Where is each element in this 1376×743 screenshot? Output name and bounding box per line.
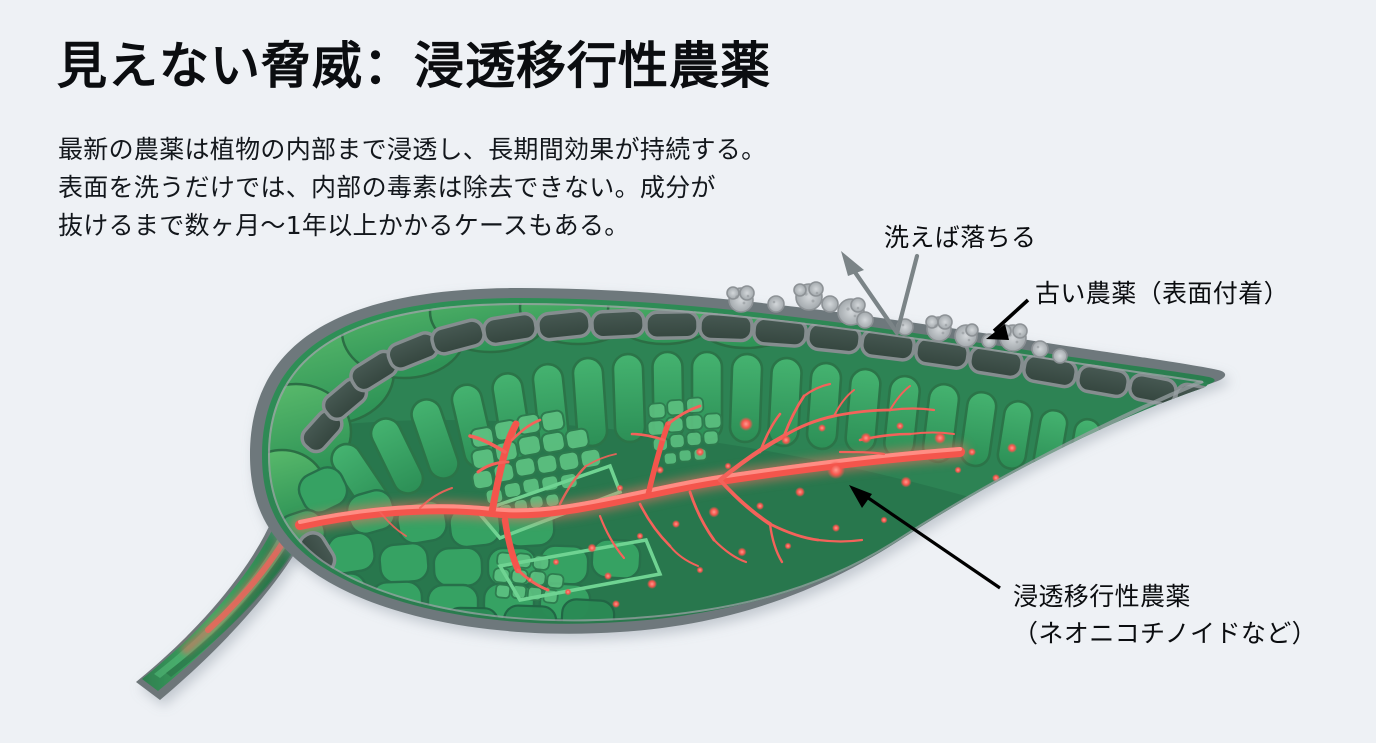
callout-old-pesticide: 古い農薬（表面付着） [1035,279,1290,308]
wash-off-arrow [841,251,920,336]
callout-wash-off: 洗えば落ちる [884,223,1037,252]
callout-systemic-pesticide: 浸透移行性農薬 （ネオニコチノイドなど） [1013,582,1318,648]
vascular-bundle-right [646,396,723,466]
systemic-pesticide-arrow [849,485,1001,590]
page-title: 見えない脅威：浸透移行性農薬 [57,37,771,95]
upper-epidermis [300,308,1208,454]
page-body-text: 最新の農薬は植物の内部まで浸透し、長期間効果が持続する。 表面を洗うだけでは、内… [58,135,767,240]
old-pesticide-arrow [986,298,1030,340]
petiole [136,507,305,700]
vein-network [292,382,968,592]
